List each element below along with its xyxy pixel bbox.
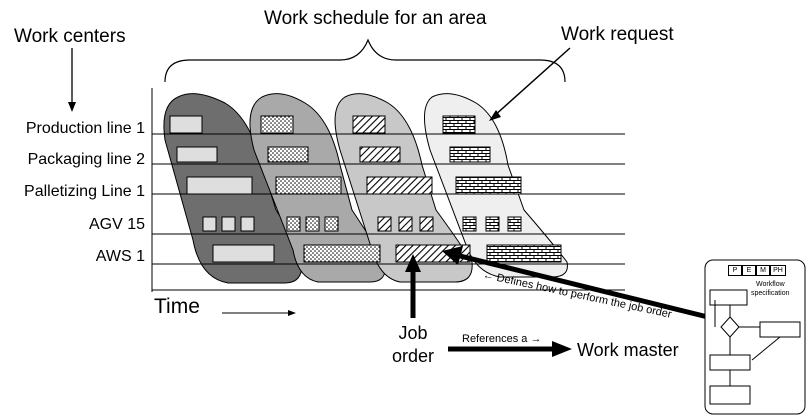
workflow-title-line2: specification: [751, 290, 790, 297]
work-box: [176, 146, 218, 163]
work-request-arrowhead: [489, 110, 501, 121]
work-request-label: Work request: [561, 24, 674, 45]
work-centers-label: Work centers: [14, 26, 126, 47]
workflow-flowchart: [709, 289, 801, 405]
area-4-boxes: [442, 115, 562, 263]
work-box: [398, 216, 413, 232]
row-label-packaging-line: Packaging line 2: [27, 151, 145, 168]
area-2-boxes: [260, 115, 381, 263]
work-box: [359, 146, 401, 163]
area-1-boxes: [169, 115, 275, 263]
work-box: [485, 216, 500, 232]
job-order-label-line1: Job: [398, 323, 428, 343]
work-box: [275, 176, 342, 195]
work-schedule-brace: [164, 38, 566, 83]
job-order-label-line2: order: [391, 346, 435, 366]
row-label-palletizing-line: Palletizing Line 1: [24, 183, 145, 200]
workflow-tab-e: E: [742, 265, 756, 276]
work-box: [260, 115, 294, 134]
work-box: [462, 216, 477, 232]
work-box: [366, 176, 433, 195]
time-label: Time: [154, 295, 200, 318]
work-box: [169, 115, 203, 134]
defines-arrowhead: [442, 246, 463, 265]
workflow-tab-ph: PH: [770, 265, 786, 276]
work-box: [305, 216, 320, 232]
work-centers-arrowhead: [68, 102, 76, 112]
workflow-tab-m: M: [756, 265, 770, 276]
work-box: [202, 216, 217, 232]
work-box: [303, 244, 381, 263]
work-box: [186, 176, 253, 195]
workflow-step: [709, 385, 751, 405]
workflow-step: [759, 321, 801, 338]
work-box: [240, 216, 255, 232]
references-label: References a →: [462, 333, 542, 345]
work-box: [286, 216, 301, 232]
work-box: [377, 216, 392, 232]
work-box: [486, 244, 562, 263]
work-box: [419, 216, 434, 232]
work-box: [449, 146, 491, 163]
work-box: [507, 216, 522, 232]
job-order-arrowhead: [405, 254, 421, 272]
workflow-step: [709, 289, 748, 306]
work-box: [267, 146, 309, 163]
work-box: [352, 115, 386, 134]
row-label-aws: AWS 1: [95, 248, 145, 265]
work-box: [324, 216, 339, 232]
work-request-arrow: [493, 47, 571, 117]
work-box: [442, 115, 476, 134]
defines-arrow: [459, 253, 721, 323]
workflow-step: [709, 354, 751, 371]
references-arrowhead: [552, 341, 572, 357]
work-box: [212, 244, 275, 263]
workflow-tab-p: P: [728, 265, 742, 276]
work-master-label: Work master: [577, 340, 679, 360]
time-arrowhead: [288, 310, 296, 316]
workflow-title-line1: Workflow: [756, 281, 785, 288]
work-box: [221, 216, 236, 232]
row-label-agv: AGV 15: [88, 216, 145, 233]
work-schedule-label: Work schedule for an area: [264, 8, 487, 29]
work-box: [455, 176, 522, 195]
row-label-production-line: Production line 1: [25, 120, 145, 137]
